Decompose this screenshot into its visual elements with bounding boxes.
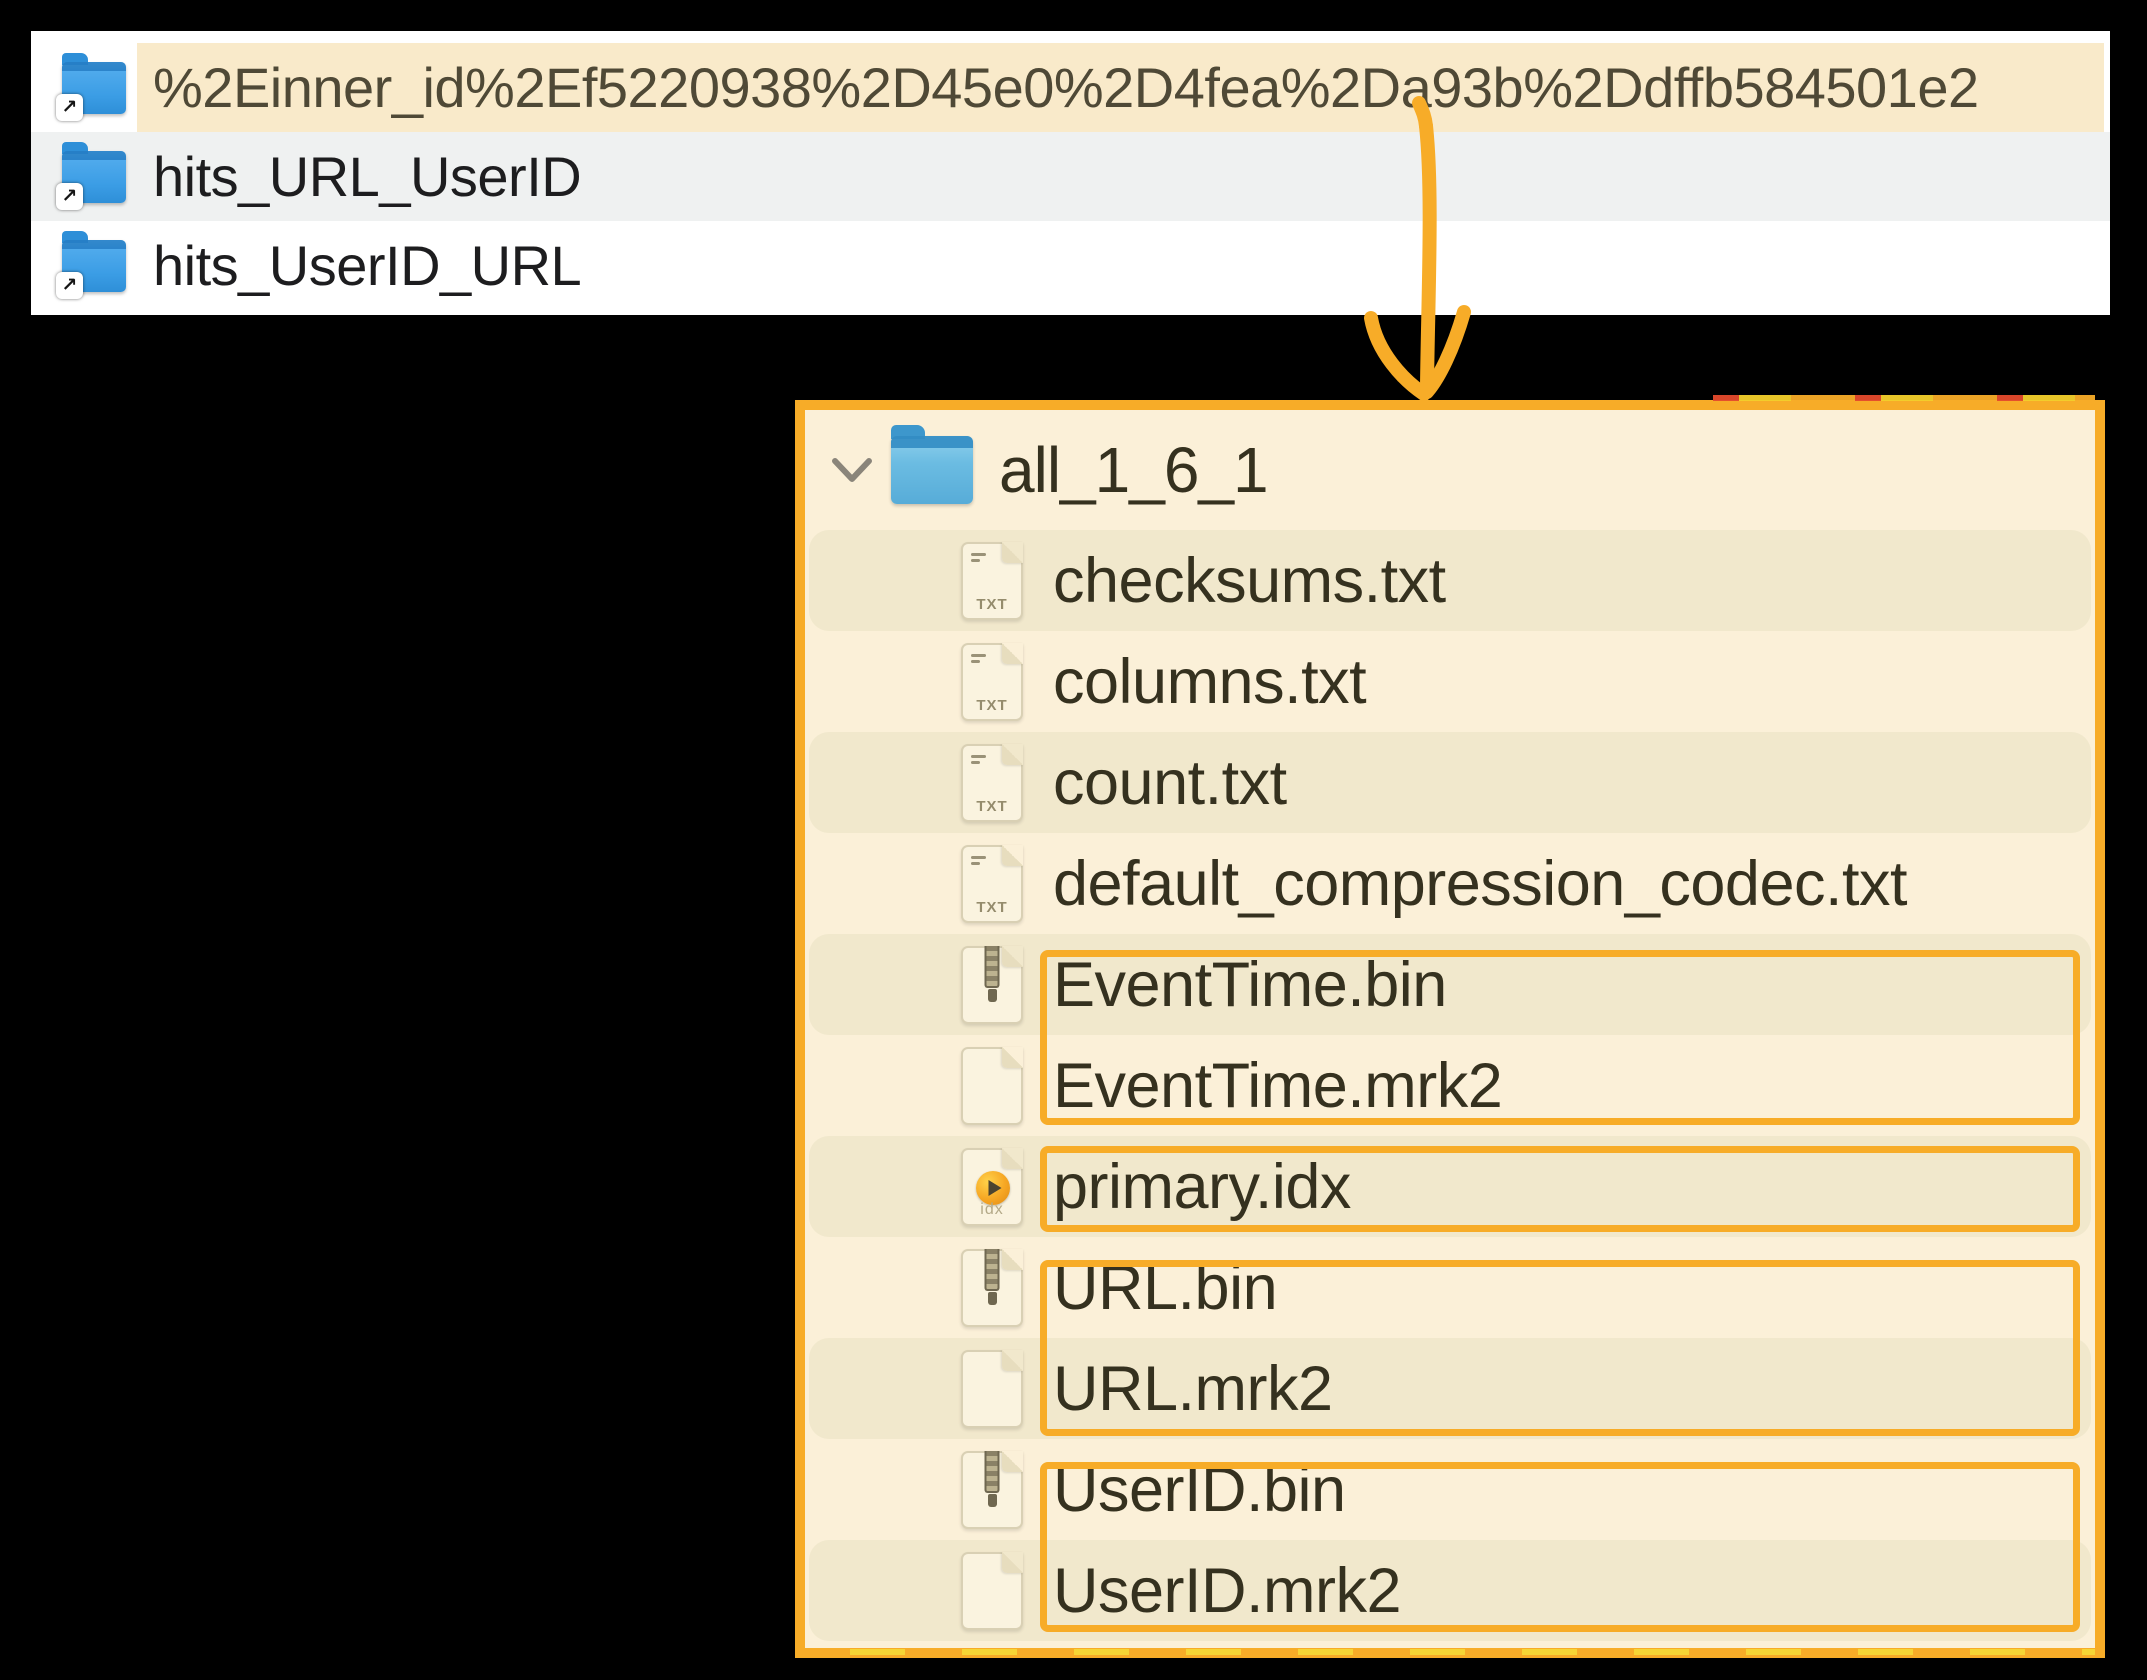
zipper-decoration bbox=[984, 945, 1000, 988]
finder-list-panel: ↗ %2Einner_id%2Ef5220938%2D45e0%2D4fea%2D… bbox=[31, 31, 2110, 315]
tree-file-label: UserID.mrk2 bbox=[1053, 1555, 1402, 1626]
finder-row[interactable]: ↗ hits_UserID_URL bbox=[31, 221, 2110, 310]
finder-row[interactable]: ↗ hits_URL_UserID bbox=[31, 132, 2110, 221]
marker-dashes-bottom bbox=[850, 1649, 2095, 1655]
tree-file-row[interactable]: URL.bin bbox=[805, 1237, 2095, 1338]
tree-root-row[interactable]: all_1_6_1 bbox=[805, 410, 2095, 530]
page-fold bbox=[1002, 1147, 1023, 1169]
folder-alias-icon: ↗ bbox=[56, 52, 126, 121]
mrk-file-icon bbox=[961, 1551, 1023, 1630]
txt-file-icon: TXT bbox=[961, 844, 1023, 923]
zipper-decoration bbox=[984, 1248, 1000, 1291]
finder-row-label: hits_UserID_URL bbox=[153, 234, 582, 297]
file-extension-badge: TXT bbox=[976, 898, 1008, 916]
file-extension-badge: TXT bbox=[976, 696, 1008, 714]
page-fold bbox=[1002, 1551, 1023, 1573]
bin-file-icon bbox=[961, 945, 1023, 1024]
txt-file-icon: TXT bbox=[961, 541, 1023, 620]
tree-file-row[interactable]: EventTime.mrk2 bbox=[805, 1035, 2095, 1136]
page-fold bbox=[1002, 1046, 1023, 1068]
row-highlight-annotation bbox=[137, 43, 2104, 132]
alias-arrow-badge-icon: ↗ bbox=[56, 271, 83, 299]
file-extension-badge: TXT bbox=[976, 595, 1008, 613]
page-fold bbox=[1002, 844, 1023, 866]
tree-file-label: primary.idx bbox=[1053, 1151, 1351, 1222]
page-fold bbox=[1002, 642, 1023, 664]
tree-file-row[interactable]: EventTime.bin bbox=[809, 934, 2091, 1035]
folder-alias-icon: ↗ bbox=[56, 141, 126, 210]
mrk-file-icon bbox=[961, 1349, 1023, 1428]
tree-file-row[interactable]: TXT default_compression_codec.txt bbox=[805, 833, 2095, 934]
tree-file-row[interactable]: TXT checksums.txt bbox=[809, 530, 2091, 631]
file-extension-badge: TXT bbox=[976, 797, 1008, 815]
tree-file-row[interactable]: URL.mrk2 bbox=[809, 1338, 2091, 1439]
alias-arrow-badge-icon: ↗ bbox=[56, 93, 83, 121]
page-fold bbox=[1002, 743, 1023, 765]
bin-file-icon bbox=[961, 1450, 1023, 1529]
tree-file-row[interactable]: TXT count.txt bbox=[809, 732, 2091, 833]
tree-root-label: all_1_6_1 bbox=[999, 434, 1269, 506]
text-lines-decoration bbox=[971, 754, 986, 764]
tree-file-row[interactable]: UserID.mrk2 bbox=[809, 1540, 2091, 1641]
zipper-decoration bbox=[984, 1450, 1000, 1493]
text-lines-decoration bbox=[971, 552, 986, 562]
text-lines-decoration bbox=[971, 855, 986, 865]
page-fold bbox=[1002, 1248, 1023, 1270]
tree-file-label: default_compression_codec.txt bbox=[1053, 848, 1908, 919]
tree-file-label: URL.mrk2 bbox=[1053, 1353, 1333, 1424]
finder-row-label: %2Einner_id%2Ef5220938%2D45e0%2D4fea%2Da… bbox=[153, 56, 1979, 119]
idx-file-icon: idx bbox=[961, 1147, 1023, 1226]
tree-file-label: EventTime.bin bbox=[1053, 949, 1447, 1020]
tree-file-label: UserID.bin bbox=[1053, 1454, 1346, 1525]
tree-file-label: URL.bin bbox=[1053, 1252, 1278, 1323]
tree-file-label: checksums.txt bbox=[1053, 545, 1446, 616]
finder-rows: ↗ %2Einner_id%2Ef5220938%2D45e0%2D4fea%2D… bbox=[31, 43, 2110, 310]
marker-dashes-top bbox=[1713, 395, 2095, 401]
tree-file-row[interactable]: UserID.bin bbox=[805, 1439, 2095, 1540]
tree-file-row[interactable]: idx primary.idx bbox=[809, 1136, 2091, 1237]
folder-alias-icon: ↗ bbox=[56, 230, 126, 299]
finder-row[interactable]: ↗ %2Einner_id%2Ef5220938%2D45e0%2D4fea%2D… bbox=[31, 43, 2110, 132]
text-lines-decoration bbox=[971, 653, 986, 663]
alias-arrow-badge-icon: ↗ bbox=[56, 182, 83, 210]
page-fold bbox=[1002, 1349, 1023, 1371]
play-badge-icon bbox=[976, 1170, 1010, 1205]
txt-file-icon: TXT bbox=[961, 642, 1023, 721]
folder-icon bbox=[891, 425, 973, 504]
tree-file-label: count.txt bbox=[1053, 747, 1287, 818]
tree-file-row[interactable]: TXT columns.txt bbox=[805, 631, 2095, 732]
page-fold bbox=[1002, 541, 1023, 563]
file-extension-badge: idx bbox=[980, 1200, 1004, 1218]
txt-file-icon: TXT bbox=[961, 743, 1023, 822]
disclosure-chevron-icon[interactable] bbox=[829, 455, 875, 485]
page-fold bbox=[1002, 1450, 1023, 1472]
page-fold bbox=[1002, 945, 1023, 967]
tree-file-label: EventTime.mrk2 bbox=[1053, 1050, 1503, 1121]
mrk-file-icon bbox=[961, 1046, 1023, 1125]
bin-file-icon bbox=[961, 1248, 1023, 1327]
tree-file-label: columns.txt bbox=[1053, 646, 1367, 717]
finder-row-label: hits_URL_UserID bbox=[153, 145, 582, 208]
